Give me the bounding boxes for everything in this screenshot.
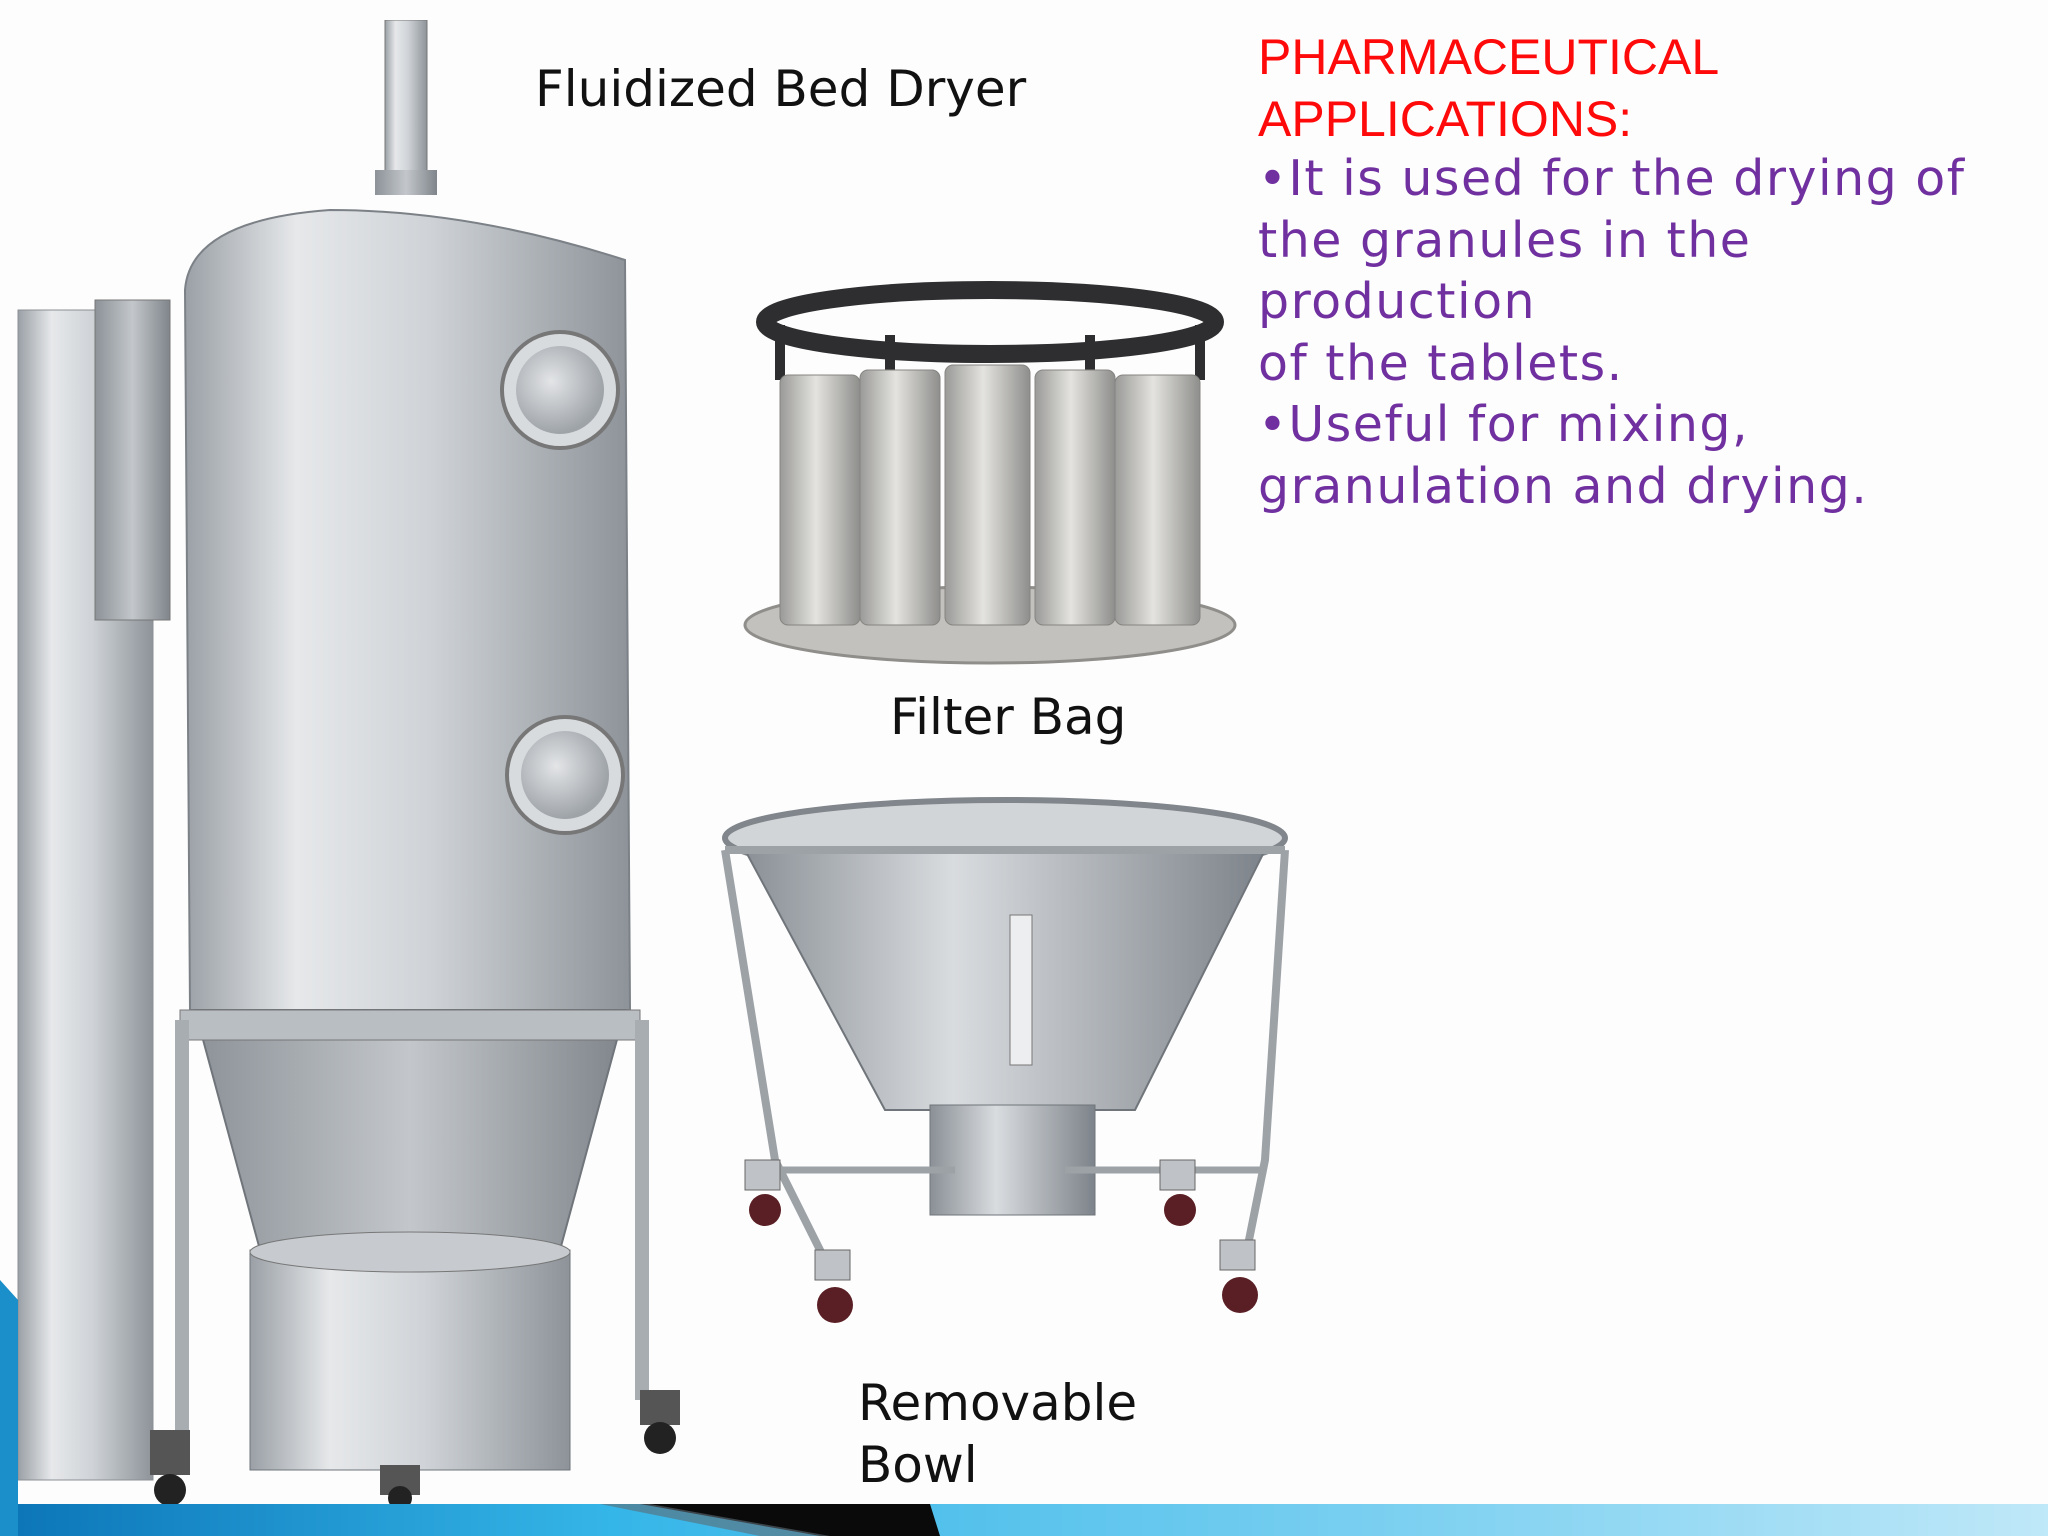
dryer-label: Fluidized Bed Dryer: [535, 60, 1027, 118]
applications-bullet-list: •It is used for the drying of the granul…: [1258, 148, 2038, 517]
footer-accent-band: [0, 1504, 2048, 1536]
fluidized-bed-dryer-image: [17, 20, 680, 1510]
filter-bag-image: [743, 281, 1237, 665]
removable-bowl-label: Removable Bowl: [858, 1372, 1137, 1496]
removable-bowl-label-line1: Removable: [858, 1374, 1138, 1432]
bullet-item: •Useful for mixing, granulation and dryi…: [1258, 394, 2038, 517]
bullet-line: •It is used for the drying of: [1258, 150, 1966, 207]
removable-bowl-label-line2: Bowl: [858, 1436, 978, 1494]
heading-line1: PHARMACEUTICAL: [1258, 29, 1720, 85]
heading-line2: APPLICATIONS:: [1258, 91, 1633, 147]
filter-bag-label: Filter Bag: [890, 688, 1127, 746]
bullet-line: of the tablets.: [1258, 334, 1624, 392]
bullet-line: •Useful for mixing,: [1258, 396, 1750, 453]
bullet-line: the granules in the production: [1258, 211, 1752, 331]
bullet-line: granulation and drying.: [1258, 457, 1869, 515]
bullet-item: •It is used for the drying of the granul…: [1258, 148, 2038, 394]
applications-heading: PHARMACEUTICAL APPLICATIONS:: [1258, 26, 2018, 150]
left-accent-stripe: [0, 1280, 18, 1536]
removable-bowl-image: [721, 797, 1289, 1323]
